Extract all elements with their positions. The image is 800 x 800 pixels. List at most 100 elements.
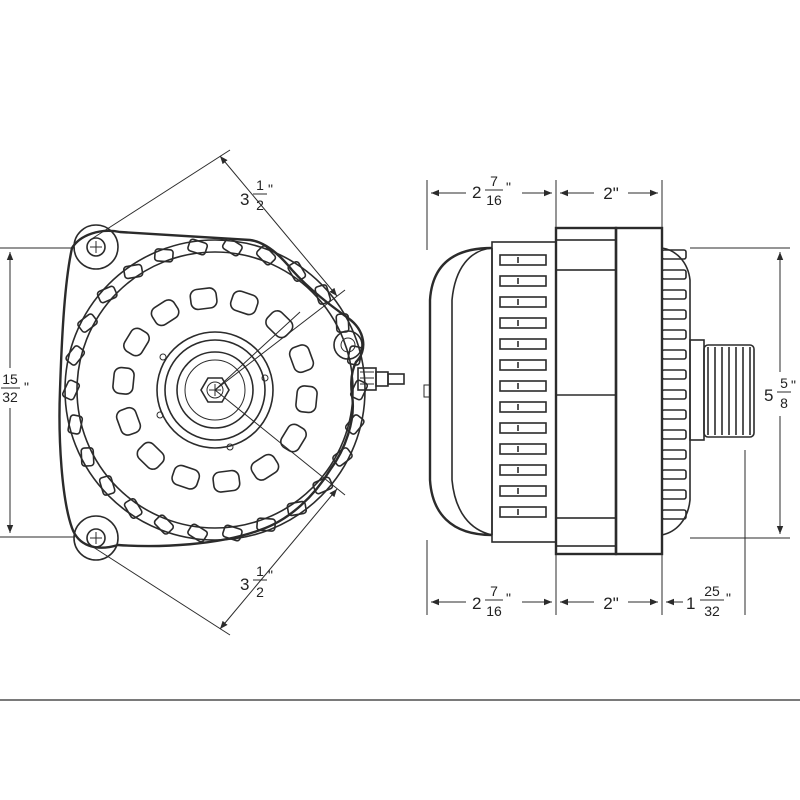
rim-slot [61,379,81,401]
svg-text:": " [506,590,511,606]
front-height-label: 15 32 " [1,371,29,405]
vent-opening [212,469,241,493]
vent-opening [123,327,150,357]
rear-fin [499,317,547,329]
rim-slot [77,313,98,333]
svg-text:": " [506,179,511,195]
vent-opening [250,453,280,481]
svg-text:1: 1 [686,594,695,613]
rim-slot [349,379,369,401]
svg-text:5: 5 [764,386,773,405]
svg-text:16: 16 [486,192,502,208]
upper-mount-hole [86,237,106,257]
rim-slot [335,313,350,334]
svg-text:25: 25 [704,583,720,599]
svg-text:": " [268,567,273,583]
rim-slot [65,345,86,366]
rim-slot [67,414,84,435]
rear-fin [499,338,547,350]
svg-text:": " [726,590,731,606]
rear-fin [499,254,547,266]
vent-opening [265,310,294,339]
front-fin [661,469,687,480]
svg-text:2: 2 [256,197,264,213]
front-fin [661,369,687,380]
pulley-body [703,344,755,438]
front-fin [661,289,687,300]
front-fin [661,409,687,420]
front-fins [661,249,687,520]
lower-ear [73,515,119,561]
front-housing [614,226,664,556]
vent-opening [171,464,201,490]
svg-text:1: 1 [256,177,264,193]
front-view [58,224,405,561]
front-fin [661,249,687,260]
rim-slot [187,523,209,543]
front-fin [661,509,687,520]
hub-ring [164,339,266,441]
rear-fin [499,485,547,497]
vent-opening [288,344,315,374]
svg-text:5: 5 [780,375,788,391]
pulley [703,344,755,438]
rim-slot [314,284,332,305]
rear-fin [499,380,547,392]
vent-opening [136,441,165,470]
rear-housing [491,241,557,543]
vent-opening [229,290,259,316]
hub-outer [156,331,274,449]
lower-mount-hole [86,528,106,548]
vent-opening [280,423,307,453]
front-fin [661,309,687,320]
svg-text:8: 8 [780,395,788,411]
side-view [423,226,755,556]
lower-diagonal-dim-line [219,488,338,630]
svg-text:3: 3 [240,575,249,594]
rear-fin [499,296,547,308]
shaft-nut [200,377,230,403]
rim-slot [123,498,143,519]
front-fin [661,489,687,500]
rim-slot [344,414,365,435]
svg-text:7: 7 [490,173,498,189]
front-dimensions [0,149,346,636]
rim-slot [332,447,353,467]
rear-fin [499,506,547,518]
svg-text:": " [268,181,273,197]
rim-slot [80,446,95,467]
side-bottom-right-label: 1 25 32 " [686,583,731,619]
hub-inner [176,351,254,429]
pulley-hub [689,339,705,441]
svg-text:7: 7 [490,583,498,599]
front-fin [661,349,687,360]
rear-fins [499,254,547,518]
side-bottom-left-label: 2 7 16 " [472,583,511,619]
upper-diagonal-dim-line [219,155,338,297]
rim-slot [153,514,175,535]
rear-fin [499,443,547,455]
rim-slot [122,263,144,280]
side-bottom-middle-label: 2" [603,594,619,613]
svg-text:15: 15 [2,371,18,387]
side-top-right-label: 2" [603,184,619,203]
vent-opening [189,287,218,311]
vent-opening [150,299,180,327]
vent-opening [295,385,318,414]
side-dimensions [426,174,800,621]
rim-slot [98,475,116,496]
front-fin [661,329,687,340]
side-height-label: 5 5 8 " [764,375,796,411]
svg-text:2: 2 [472,183,481,202]
svg-text:32: 32 [2,389,18,405]
svg-text:32: 32 [704,603,720,619]
front-fin [661,269,687,280]
rear-fin [499,275,547,287]
rim-slot [187,238,209,256]
vent-opening [115,406,142,436]
rim-slot [153,248,174,263]
svg-text:3: 3 [240,190,249,209]
rear-fin [499,422,547,434]
battery-terminal [357,367,405,391]
